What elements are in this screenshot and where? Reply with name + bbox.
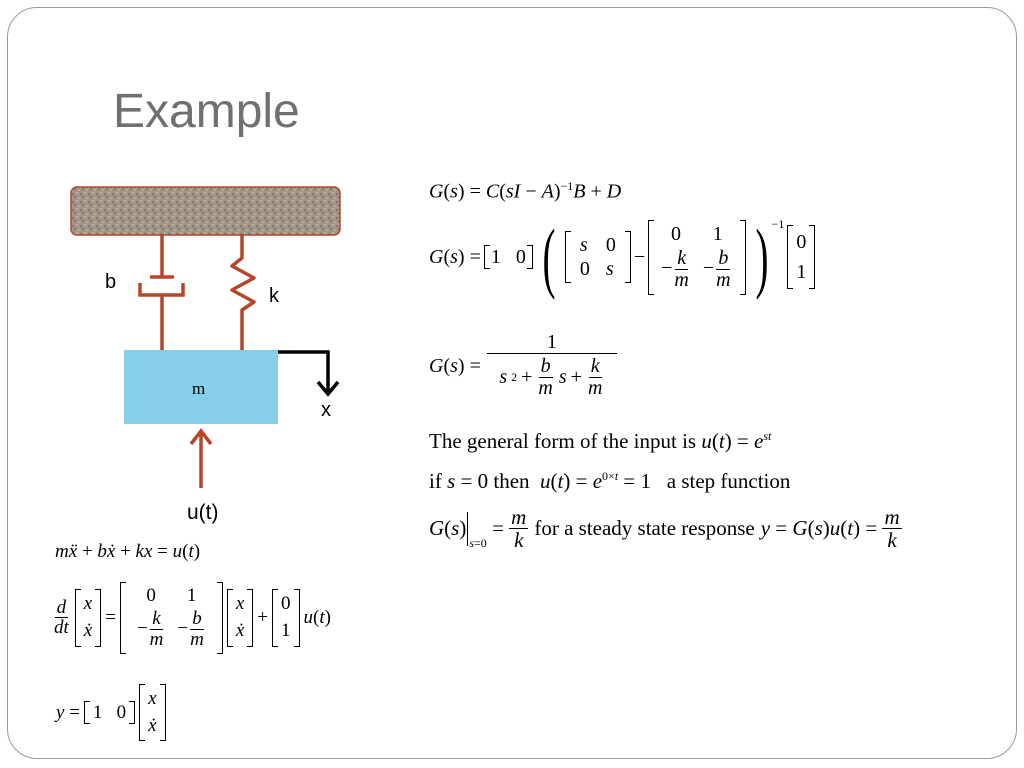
step-input-line: if s = 0 then u(t) = e0×t = 1 a step fun… [429,469,791,493]
steady-state-text: for a steady state response [534,516,755,541]
spring [230,235,256,350]
damper [138,235,185,350]
mass-block [124,350,278,424]
input-label: u(t) [187,501,219,524]
input-arrow [189,428,213,488]
slide-title: Example [113,85,300,138]
spring-label: k [269,285,279,307]
transfer-function-general: G(s) = C(sI − A)−1B + D [429,179,622,203]
input-form-text: The general form of the input is [429,429,697,453]
input-form-line: The general form of the input is u(t) = … [429,429,772,453]
damper-label: b [105,271,117,293]
mass-label: m [192,379,206,398]
displacement-arrow [278,350,340,397]
step-if-text: if [429,469,442,493]
step-then-text: then [493,469,530,493]
displacement-label: x [321,399,331,421]
equation-of-motion: mẍ + bẋ + kx = u(t) [55,541,201,562]
step-function-text: a step function [666,469,791,493]
ground-block [70,186,341,236]
